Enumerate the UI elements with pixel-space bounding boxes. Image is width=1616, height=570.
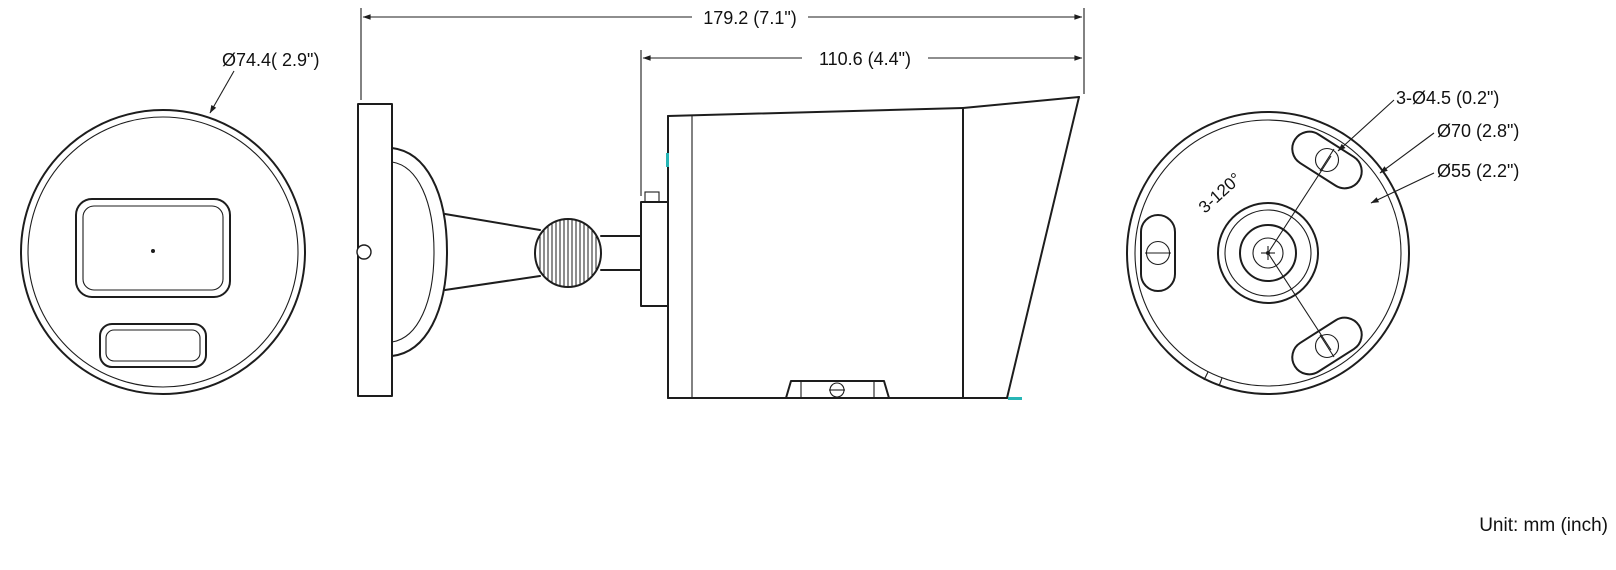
- front-lens-center-dot: [151, 249, 155, 253]
- rear-outer-circle: [1126, 111, 1410, 395]
- side-camera-body: [667, 96, 1080, 399]
- circle-70-label: Ø70 (2.8"): [1437, 121, 1519, 141]
- screw-holes-label: 3-Ø4.5 (0.2"): [1396, 88, 1499, 108]
- rear-view: 3-120° 3-Ø4.5 (0.2") Ø70 (2.8") Ø55 (2.2…: [1126, 88, 1519, 395]
- front-outer-circle: [20, 109, 306, 395]
- screw-top-right: [1314, 147, 1340, 173]
- front-led-window-outer: [99, 323, 207, 368]
- side-bracket-dome-inner: [391, 161, 435, 343]
- circle-70-leader: [1379, 132, 1435, 174]
- dimension-overall-length: 179.2 (7.1"): [360, 8, 1085, 100]
- angle-line-upper: [1267, 155, 1332, 254]
- artifact-mark-bottom: [1008, 397, 1022, 400]
- side-bottom-bracket: [785, 380, 890, 399]
- rear-mounting-slots: [1140, 130, 1363, 376]
- body-length-label: 110.6 (4.4"): [819, 49, 911, 69]
- screw-bottom-right: [1314, 333, 1340, 359]
- slot-left: [1140, 214, 1176, 292]
- front-diameter-leader-line: [209, 70, 235, 114]
- angle-line-lower: [1267, 252, 1332, 351]
- side-arm-top-edge: [444, 213, 541, 231]
- slot-top-right: [1291, 130, 1363, 190]
- unit-note: Unit: mm (inch): [1479, 515, 1608, 536]
- overall-length-label: 179.2 (7.1"): [703, 8, 796, 28]
- circle-55-leader: [1370, 172, 1435, 204]
- front-led-window-inner: [105, 329, 201, 362]
- screw-holes-leader: [1337, 99, 1395, 152]
- front-inner-rim-circle: [27, 116, 299, 388]
- artifact-mark-left: [666, 153, 669, 167]
- side-arm-bottom-edge: [444, 275, 541, 291]
- side-bracket-dome-outer: [391, 147, 448, 357]
- rear-screws: [1145, 147, 1340, 359]
- side-knurled-ball-joint: [534, 218, 602, 288]
- rear-callouts: 3-Ø4.5 (0.2") Ø70 (2.8") Ø55 (2.2"): [1337, 88, 1519, 204]
- slot-bottom-right: [1291, 316, 1363, 376]
- front-diameter-label: Ø74.4( 2.9"): [222, 50, 319, 70]
- side-knurl-hatching: [539, 219, 597, 287]
- side-rear-cap: [640, 201, 669, 307]
- rear-center-gland: [1217, 202, 1319, 304]
- rear-rim-circle: [1134, 119, 1402, 387]
- front-lens-window-outer: [75, 198, 231, 298]
- side-view: 179.2 (7.1") 110.6 (4.4"): [356, 8, 1085, 400]
- side-plate-notch: [356, 244, 372, 260]
- side-rear-cap-nub: [644, 191, 660, 203]
- hole-angle-label: 3-120°: [1195, 169, 1245, 217]
- rim-notch: [1203, 371, 1223, 387]
- front-lens-window-inner: [82, 205, 224, 291]
- dimension-body-length: 110.6 (4.4"): [640, 49, 1083, 196]
- front-view: Ø74.4( 2.9"): [20, 50, 319, 395]
- circle-55-label: Ø55 (2.2"): [1437, 161, 1519, 181]
